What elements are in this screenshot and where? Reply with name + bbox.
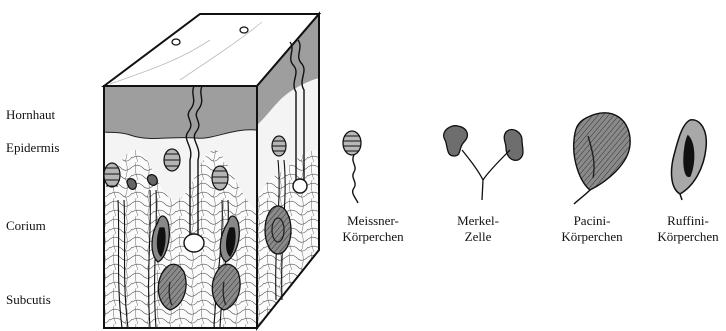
ruffini-corpuscle-icon — [672, 120, 707, 200]
caption-meissner: Meissner- Körperchen — [338, 213, 408, 245]
caption-ruffini-line2: Körperchen — [652, 229, 724, 245]
caption-merkel-line1: Merkel- — [448, 213, 508, 229]
meissner-corpuscle-icon — [343, 131, 361, 203]
caption-ruffini-line1: Ruffini- — [652, 213, 724, 229]
caption-merkel: Merkel- Zelle — [448, 213, 508, 245]
pacini-corpuscle-icon — [574, 113, 630, 204]
caption-pacini-line2: Körperchen — [556, 229, 628, 245]
caption-ruffini: Ruffini- Körperchen — [652, 213, 724, 245]
caption-pacini: Pacini- Körperchen — [556, 213, 628, 245]
caption-meissner-line2: Körperchen — [338, 229, 408, 245]
merkel-cell-icon — [444, 126, 523, 200]
caption-merkel-line2: Zelle — [448, 229, 508, 245]
caption-meissner-line1: Meissner- — [338, 213, 408, 229]
caption-pacini-line1: Pacini- — [556, 213, 628, 229]
